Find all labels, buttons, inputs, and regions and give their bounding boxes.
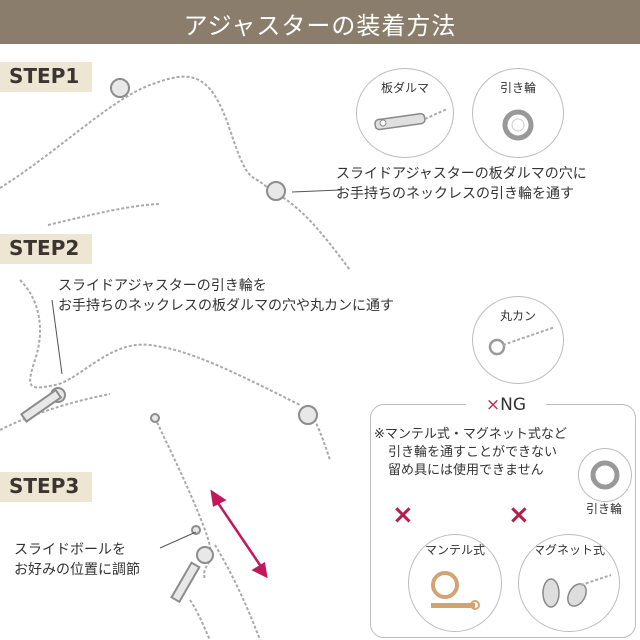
step1-instruction-2: お手持ちのネックレスの引き輪を通す: [336, 186, 574, 202]
ng-mark: ×: [485, 395, 501, 415]
circle-hikiwa-label: 引き輪: [499, 81, 536, 95]
step1-spring-ring-2: [266, 181, 286, 201]
circle-marukan: 丸カン: [472, 296, 564, 384]
ng-hikiwa-label: 引き輪: [586, 502, 623, 516]
step3-chain-bottom: [189, 599, 211, 640]
ng-title: ×NG: [466, 395, 546, 417]
step2-chain-a: [19, 279, 301, 406]
circle-mantel: マンテル式: [408, 534, 502, 632]
circle-itadaruma-label: 板ダルマ: [380, 81, 429, 95]
step1-label: STEP1: [9, 64, 80, 88]
magnet-icon: [542, 574, 612, 608]
ng-cross-magnet: ×: [508, 500, 530, 530]
mantel-icon: [431, 571, 480, 610]
step2-instruction-1: スライドアジャスターの引き輪を: [58, 278, 267, 294]
step1-instruction-1: スライドアジャスターの板ダルマの穴に: [336, 166, 587, 182]
step3-slide-ball: [191, 525, 201, 535]
step1-adjuster-chain: [47, 203, 161, 226]
ng-cross-mantel: ×: [392, 500, 414, 530]
step1-chain-left: [0, 75, 271, 191]
step3-spring-ring: [196, 546, 214, 564]
step3-badge: STEP3: [0, 472, 92, 502]
marukan-icon: [488, 326, 556, 356]
step1-badge: STEP1: [0, 62, 92, 92]
ng-note-2: 引き輪を通すことができない: [388, 445, 558, 460]
ng-note-3: 留め具には使用できません: [388, 463, 544, 478]
step3-label: STEP3: [9, 474, 80, 498]
itadaruma-icon: [374, 108, 448, 131]
step1-spring-ring: [110, 78, 130, 98]
step3-plate: [170, 561, 201, 604]
circle-itadaruma: 板ダルマ: [356, 68, 454, 158]
step2-instruction-2: お手持ちのネックレスの板ダルマの穴や丸カンに通す: [58, 298, 394, 314]
ng-hikiwa-icon: [590, 460, 620, 490]
ng-hikiwa-circle: [578, 448, 632, 502]
step3-instruction-1: スライドボールを: [14, 542, 126, 558]
step2-label: STEP2: [9, 236, 80, 260]
step3-instruction-2: お好みの位置に調節: [14, 562, 140, 578]
hikiwa-icon: [502, 109, 534, 141]
circle-magnet-label: マグネット式: [532, 543, 605, 557]
step3-end-ball: [150, 413, 160, 423]
step2-plate: [19, 388, 63, 423]
circle-hikiwa: 引き輪: [472, 68, 564, 158]
circle-marukan-label: 丸カン: [499, 309, 536, 323]
page-header: アジャスターの装着方法: [0, 0, 640, 44]
ng-title-text: NG: [500, 395, 527, 415]
step3-chain-right: [214, 544, 261, 640]
step3-chain-top: [154, 417, 212, 581]
step2-chain-b: [0, 393, 111, 431]
circle-magnet: マグネット式: [518, 534, 620, 632]
circle-mantel-label: マンテル式: [424, 543, 485, 557]
page-title: アジャスターの装着方法: [183, 12, 457, 40]
ng-note-1: ※マンテル式・マグネット式など: [374, 427, 567, 442]
step2-badge: STEP2: [0, 234, 92, 264]
step2-spring-ring-2: [298, 405, 318, 425]
